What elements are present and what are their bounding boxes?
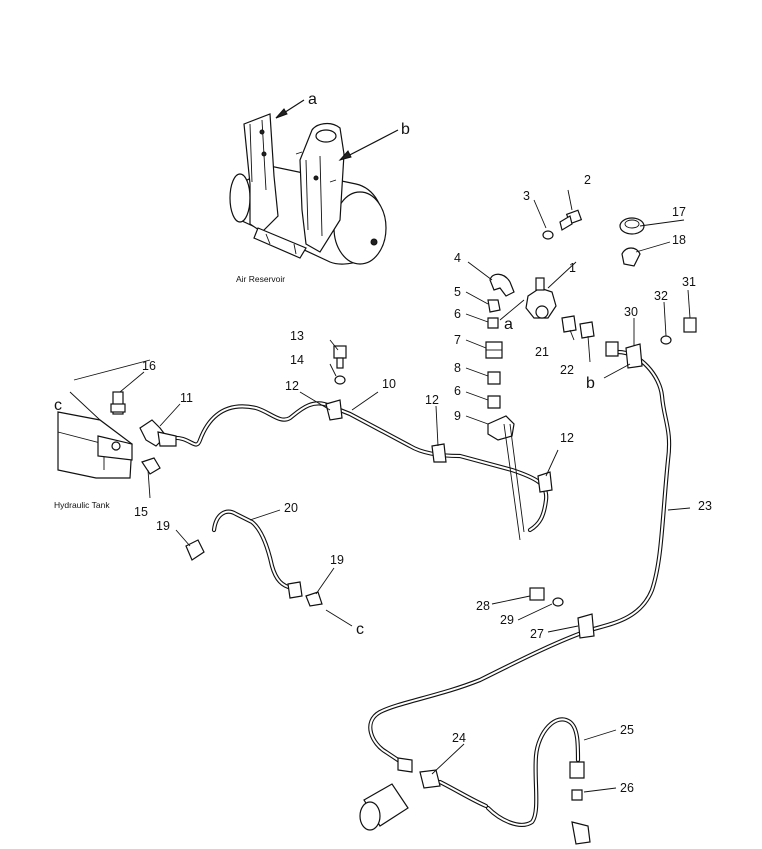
- label-part-12b: 12: [425, 393, 439, 407]
- label-part-11: 11: [180, 391, 193, 405]
- ref-b-top: b: [401, 121, 410, 138]
- label-part-21: 21: [535, 345, 549, 359]
- air-reservoir-caption: Air Reservoir: [236, 274, 285, 284]
- hydraulic-tank-caption: Hydraulic Tank: [54, 500, 110, 510]
- label-part-8: 8: [454, 361, 461, 375]
- parts: [57, 209, 697, 845]
- reservoir-leaders: [275, 99, 399, 161]
- label-part-12c: 12: [560, 431, 574, 445]
- label-part-19b: 19: [330, 553, 344, 567]
- label-part-32: 32: [654, 289, 668, 303]
- label-part-31: 31: [682, 275, 696, 289]
- label-part-30: 30: [624, 305, 638, 319]
- label-part-15: 15: [134, 505, 148, 519]
- label-part-10: 10: [382, 377, 396, 391]
- label-part-25: 25: [620, 723, 634, 737]
- label-part-23: 23: [698, 499, 712, 513]
- label-part-16: 16: [142, 359, 156, 373]
- label-part-9: 9: [454, 409, 461, 423]
- label-part-19a: 19: [156, 519, 170, 533]
- label-part-3: 3: [523, 189, 530, 203]
- reference-letters: a b c c: [54, 316, 595, 638]
- leader-lines: [69, 189, 691, 793]
- label-part-12a: 12: [285, 379, 299, 393]
- tube-lines: [169, 349, 672, 827]
- label-part-6b: 6: [454, 384, 461, 398]
- ref-a-top: a: [308, 91, 317, 108]
- label-part-5: 5: [454, 285, 461, 299]
- label-part-14: 14: [290, 353, 304, 367]
- label-part-1: 1: [569, 261, 576, 275]
- label-part-13: 13: [290, 329, 304, 343]
- label-part-29: 29: [500, 613, 514, 627]
- label-part-27: 27: [530, 627, 544, 641]
- ref-b-mid: b: [586, 375, 595, 392]
- label-part-24: 24: [452, 731, 466, 745]
- label-part-7: 7: [454, 333, 461, 347]
- label-part-26: 26: [620, 781, 634, 795]
- air-reservoir-assembly: [229, 113, 387, 265]
- ref-a-mid: a: [504, 316, 513, 333]
- label-part-20: 20: [284, 501, 298, 515]
- label-part-2: 2: [584, 173, 591, 187]
- label-part-6a: 6: [454, 307, 461, 321]
- label-part-28: 28: [476, 599, 490, 613]
- label-part-18: 18: [672, 233, 686, 247]
- label-part-22: 22: [560, 363, 574, 377]
- label-part-17: 17: [672, 205, 686, 219]
- ref-c-top: c: [54, 397, 62, 414]
- label-part-4: 4: [454, 251, 461, 265]
- part-labels: 1 2 3 4 5 6 7 8 6 9 10 11 12 12 12 13 14…: [134, 173, 712, 795]
- ref-c-bot: c: [356, 621, 364, 638]
